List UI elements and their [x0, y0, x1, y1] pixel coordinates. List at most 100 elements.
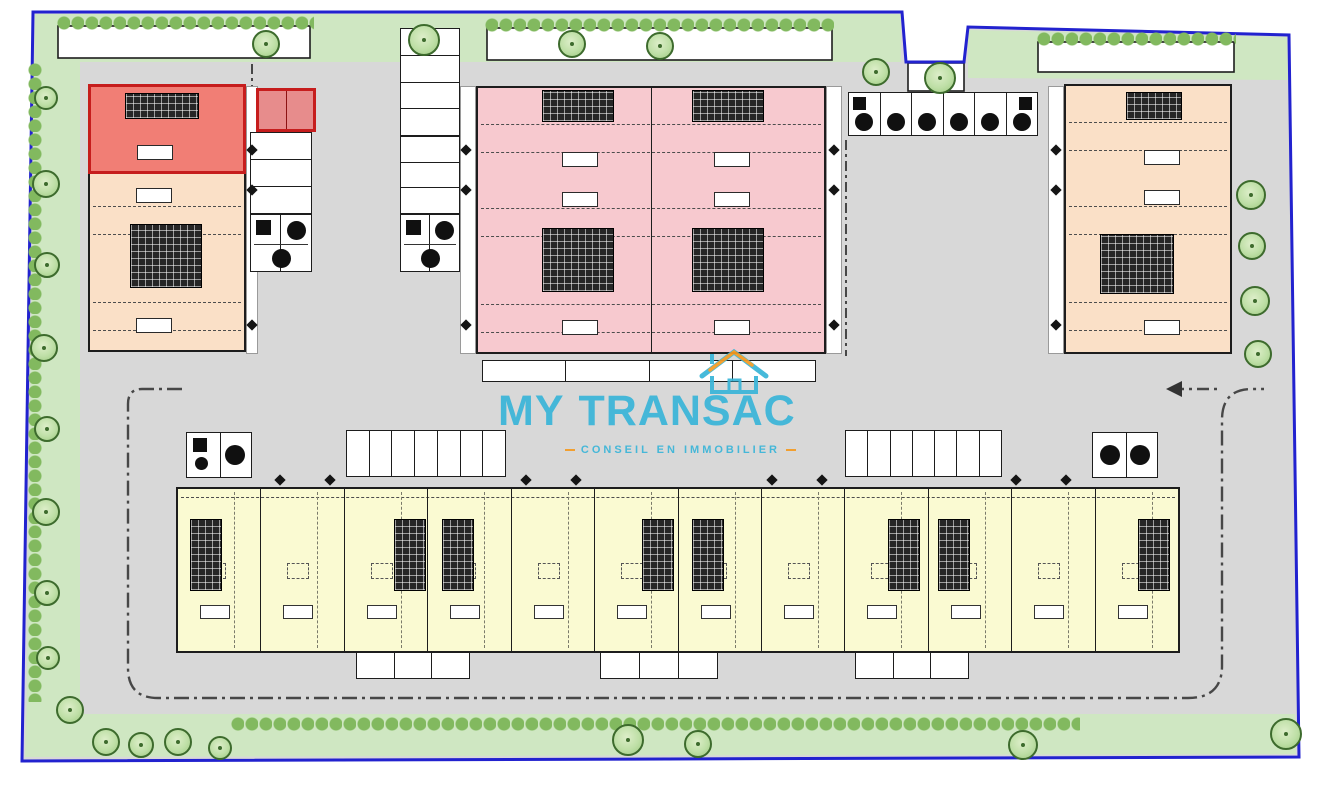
- window: [714, 152, 750, 167]
- roadway-dashed-loop: [126, 387, 1264, 700]
- utility-square: [1018, 97, 1032, 110]
- tree-icon: [34, 416, 60, 442]
- utility-box: [250, 214, 312, 272]
- planting-circle: [855, 113, 873, 131]
- sidewalk: [1048, 86, 1064, 354]
- planting-circle: [435, 221, 454, 240]
- highlighted-lot-annex[interactable]: [256, 88, 316, 132]
- stair-core: [442, 519, 474, 591]
- stall-cell: [640, 652, 679, 678]
- tree-icon: [558, 30, 586, 58]
- window: [136, 188, 172, 203]
- planting-circle: [981, 113, 999, 131]
- sidewalk: [460, 86, 476, 354]
- stair-core: [542, 228, 614, 292]
- tree-icon: [92, 728, 120, 756]
- utility-box: [186, 432, 252, 478]
- tree-icon: [208, 736, 232, 760]
- brand-word-transac: TRANSAC: [578, 387, 796, 435]
- tree-icon: [684, 730, 712, 758]
- window: [450, 605, 481, 619]
- planting-circle: [1100, 445, 1120, 465]
- window: [621, 563, 644, 579]
- stall-cell: [401, 188, 459, 213]
- stall-cell: [483, 361, 567, 381]
- room-divider: [567, 492, 569, 648]
- window: [1038, 563, 1061, 579]
- stair-core: [130, 224, 202, 288]
- window: [287, 563, 310, 579]
- stair-core: [1126, 92, 1182, 120]
- tree-icon: [128, 732, 154, 758]
- window: [1034, 605, 1065, 619]
- stall-cell: [401, 163, 459, 189]
- parking-stalls: [400, 136, 460, 214]
- stall-cell: [370, 431, 393, 476]
- floor-line: [93, 206, 241, 207]
- floor-line: [1069, 122, 1227, 123]
- room-divider: [817, 492, 819, 648]
- stall-cell: [392, 431, 416, 476]
- planting-circle: [272, 249, 291, 268]
- planting-circle: [918, 113, 936, 131]
- parking-stalls: [346, 430, 506, 477]
- highlighted-lot[interactable]: [88, 84, 246, 174]
- divider: [404, 244, 456, 245]
- dwelling-unit: [762, 489, 846, 651]
- watermark: MY TRANSAC CONSEIL EN IMMOBILIER: [498, 346, 798, 458]
- window: [700, 605, 731, 619]
- stair-core: [642, 519, 674, 591]
- window: [1144, 320, 1180, 335]
- window: [714, 192, 750, 207]
- brand-tagline: CONSEIL EN IMMOBILIER: [564, 444, 796, 456]
- stall-cell: [650, 361, 733, 381]
- utility-cell: [1007, 93, 1038, 135]
- floor-line: [481, 208, 821, 209]
- window: [714, 320, 750, 335]
- stair-core: [888, 519, 920, 591]
- tree-icon: [34, 86, 58, 110]
- floor-line: [481, 236, 821, 237]
- window: [1144, 190, 1180, 205]
- dwelling-unit: [1012, 489, 1096, 651]
- window: [370, 563, 393, 579]
- brand-word-my: MY: [498, 387, 565, 435]
- stall-cell: [913, 431, 936, 476]
- parking-stalls: [845, 430, 1002, 477]
- tree-icon: [36, 646, 60, 670]
- stair-core: [692, 519, 724, 591]
- planting-circle: [287, 221, 306, 240]
- stall-cell: [347, 431, 370, 476]
- window: [366, 605, 397, 619]
- utility-cell: [975, 93, 1007, 135]
- stall-cell: [601, 652, 640, 678]
- parking-stalls: [600, 651, 718, 679]
- utility-box: [400, 214, 460, 272]
- room-divider: [317, 492, 319, 648]
- planting-circle: [225, 445, 245, 465]
- floor-line: [1069, 206, 1227, 207]
- utility-cell: [849, 93, 881, 135]
- stall-cell: [679, 652, 717, 678]
- stair-core: [692, 90, 764, 122]
- stall-cell: [415, 431, 438, 476]
- utility-box: [1092, 432, 1158, 478]
- stall-cell: [894, 652, 932, 678]
- tree-icon: [30, 334, 58, 362]
- floor-line: [1069, 302, 1227, 303]
- stall-cell: [395, 652, 433, 678]
- window: [562, 320, 598, 335]
- tree-icon: [32, 170, 60, 198]
- stall-cell: [251, 133, 311, 160]
- parking-stalls: [400, 28, 460, 136]
- stair-core: [938, 519, 970, 591]
- building-south-row: [176, 487, 1180, 653]
- tree-icon: [862, 58, 890, 86]
- stall-cell: [401, 137, 459, 163]
- window: [617, 605, 648, 619]
- tree-icon: [924, 62, 956, 94]
- dwelling-unit: [261, 489, 345, 651]
- parking-stalls: [356, 651, 470, 679]
- tree-icon: [56, 696, 84, 724]
- tree-icon: [32, 498, 60, 526]
